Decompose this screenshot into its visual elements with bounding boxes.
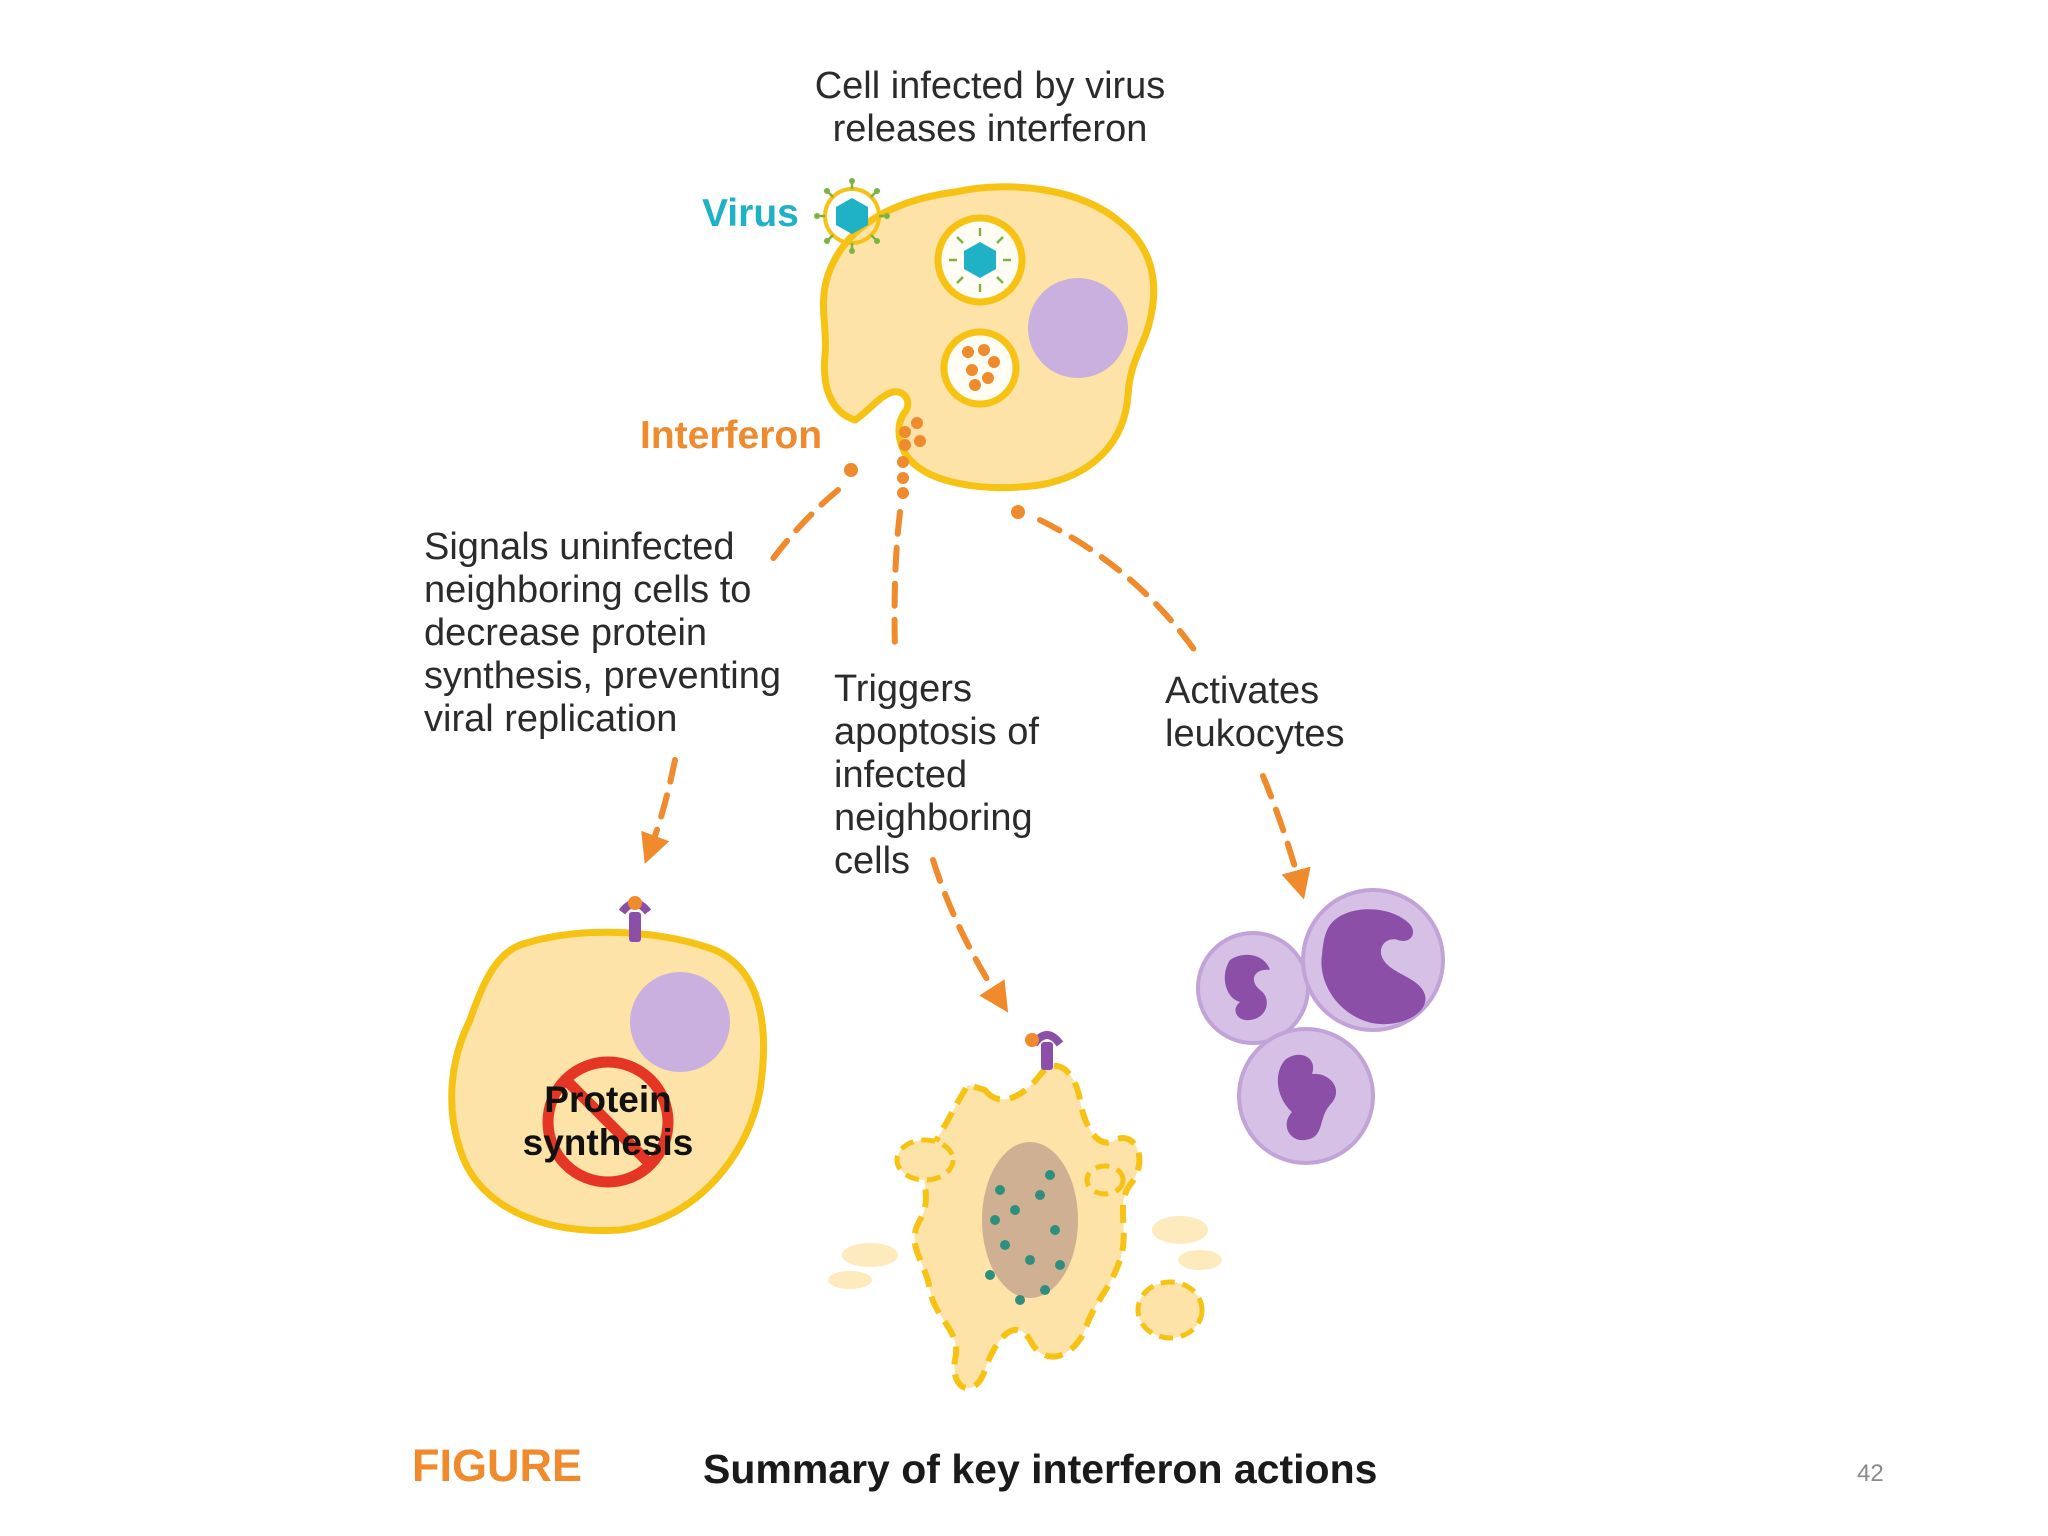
arrow-apoptosis-to-cell — [930, 857, 1009, 1013]
interferon-molecule-icon — [844, 344, 1025, 519]
page-number: 42 — [1857, 1460, 1884, 1487]
prohibition-icon — [542, 1056, 674, 1188]
interferon-label: Interferon — [640, 414, 823, 457]
leukocyte-nucleus — [1277, 1054, 1337, 1141]
virus-icon — [814, 178, 890, 254]
arrow-to-leukocytes — [1037, 517, 1203, 661]
protein-synthesis-label: Protein synthesis — [522, 1079, 694, 1163]
dashed-arrows — [641, 487, 1311, 1013]
apoptotic-cell — [828, 1062, 1222, 1392]
neighbor-cell-nucleus — [630, 972, 730, 1072]
vesicle-with-interferon — [940, 328, 1020, 408]
figure-label: FIGURE — [412, 1440, 583, 1491]
signals-label: Signals uninfected neighboring cells to … — [424, 526, 781, 740]
virus-label: Virus — [702, 192, 799, 235]
arrow-leukocytes — [1260, 773, 1311, 900]
internalized-virus-icon — [949, 228, 1011, 292]
infected-cell-nucleus — [1028, 278, 1128, 378]
uninfected-neighbor-cell — [448, 928, 768, 1235]
figure-title: Summary of key interferon actions — [703, 1446, 1378, 1492]
leukocytes-label: Activates leukocytes — [1165, 670, 1345, 755]
leukocytes — [1196, 888, 1445, 1165]
arrow-to-apoptosis — [891, 509, 903, 653]
apoptotic-receptor-icon — [1025, 1031, 1064, 1070]
apoptosis-label: Triggers apoptosis of infected neighbori… — [834, 668, 1039, 882]
receptor-icon — [618, 896, 652, 942]
leukocyte-nucleus — [1321, 909, 1426, 1025]
arrow-signals-to-cell — [641, 757, 678, 865]
infected-cell-label: Cell infected by virus releases interfer… — [814, 65, 1166, 150]
leukocyte-nucleus — [1224, 954, 1270, 1021]
arrow-to-signals — [769, 487, 841, 563]
